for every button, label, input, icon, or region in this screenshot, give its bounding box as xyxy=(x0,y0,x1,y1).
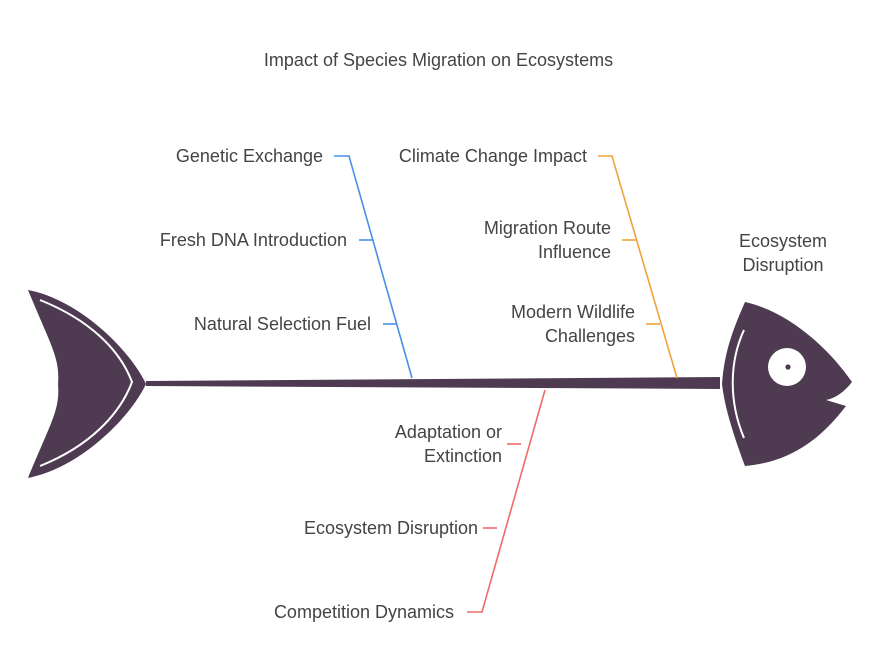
cause-ecosystem-disruption-line1: Ecosystem Disruption xyxy=(303,518,478,538)
cause-natural-selection: Natural Selection Fuel xyxy=(193,314,371,334)
cause-adaptation-line2: Extinction xyxy=(423,446,502,466)
cause-migration-route: Migration Route Influence xyxy=(484,216,611,264)
diagram-title: Impact of Species Migration on Ecosystem… xyxy=(263,50,614,70)
cause-climate-change: Climate Change Impact xyxy=(399,144,587,168)
effect-label-line1: Ecosystem xyxy=(738,231,828,251)
effect-label-line2: Disruption xyxy=(742,255,824,275)
cause-ecosystem-disruption: Ecosystem Disruption xyxy=(304,516,478,540)
cause-fresh-dna: Fresh DNA Introduction xyxy=(159,230,347,250)
cause-adaptation: Adaptation or Extinction xyxy=(395,420,502,468)
fish-pupil xyxy=(785,364,791,370)
cause-modern-wildlife: Modern Wildlife Challenges xyxy=(511,300,635,348)
cause-competition-dynamics: Competition Dynamics xyxy=(274,600,454,624)
fish-tail xyxy=(28,290,146,478)
effect-label: Ecosystem Disruption xyxy=(703,229,863,277)
fish-spine xyxy=(146,377,720,389)
cause-modern-wildlife-line1: Modern Wildlife xyxy=(510,302,635,322)
branch-climate xyxy=(598,155,678,379)
cause-modern-wildlife-line2: Challenges xyxy=(544,326,635,346)
cause-migration-route-line1: Migration Route xyxy=(483,218,611,238)
cause-adaptation-line1: Adaptation or xyxy=(394,422,502,442)
cause-migration-route-line2: Influence xyxy=(537,242,611,262)
fish-gill xyxy=(731,329,745,439)
cause-genetic-exchange: Genetic Exchange xyxy=(175,146,323,166)
branch-genetic xyxy=(334,155,413,379)
cause-competition-dynamics-line1: Competition Dynamics xyxy=(273,602,454,622)
fish-tail-highlight xyxy=(39,299,134,467)
branch-competition xyxy=(467,389,546,613)
cause-climate-change-line1: Climate Change Impact xyxy=(398,146,587,166)
